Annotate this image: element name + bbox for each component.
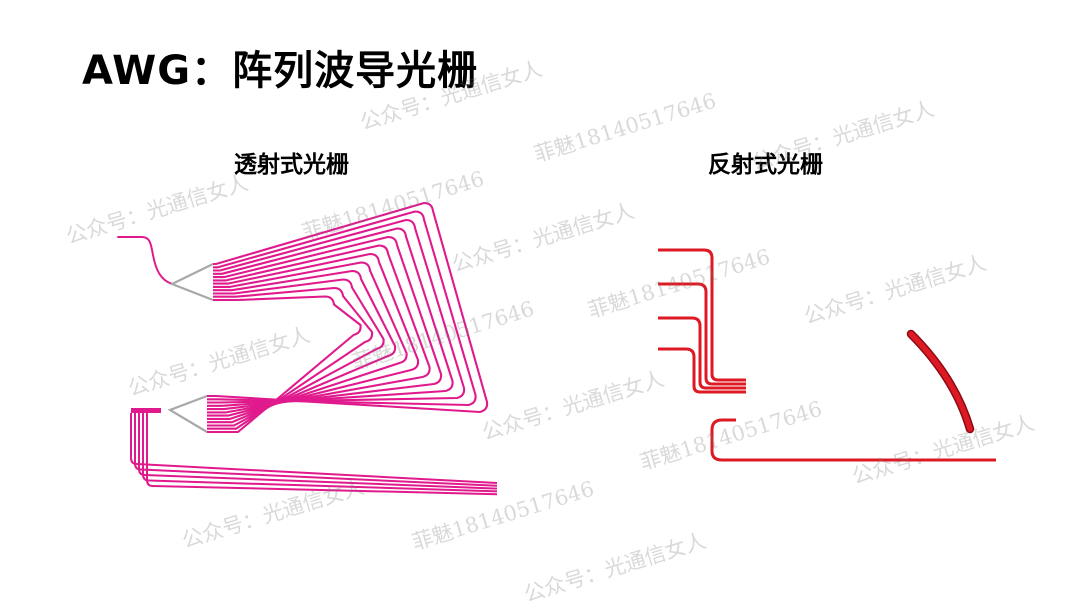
- reflective-input-waveguide: [658, 248, 746, 382]
- input-waveguide: [117, 236, 173, 285]
- arrayed-waveguide: [207, 244, 431, 414]
- output-waveguide: [146, 413, 498, 496]
- arrayed-waveguide: [207, 286, 374, 430]
- arrayed-waveguide: [207, 295, 362, 434]
- output-star-coupler: [167, 394, 208, 433]
- reflective-input-waveguide: [658, 347, 746, 394]
- output-waveguide: [142, 413, 498, 493]
- arrayed-waveguide: [207, 227, 454, 407]
- reflective-input-waveguide: [658, 316, 746, 390]
- arrayed-waveguide: [207, 218, 466, 404]
- output-waveguide: [134, 413, 498, 487]
- reflective-grating-label: 反射式光栅: [708, 152, 823, 178]
- page-title: AWG：阵列波导光栅: [82, 48, 479, 94]
- reflective-mirror-outline: [906, 329, 975, 434]
- arrayed-waveguide: [207, 201, 489, 414]
- arrayed-waveguide: [207, 210, 477, 407]
- reflective-mirror: [908, 331, 973, 432]
- arrayed-waveguide: [207, 278, 385, 427]
- reflective-input-waveguide: [658, 282, 746, 386]
- output-waveguide: [130, 413, 498, 484]
- arrayed-waveguide: [207, 235, 443, 411]
- arrayed-waveguide: [207, 269, 397, 424]
- reflective-output-waveguide: [710, 418, 996, 462]
- reflective-awg: [658, 248, 996, 462]
- transmissive-awg: [117, 201, 498, 496]
- arrayed-waveguide: [207, 252, 420, 417]
- transmissive-grating-label: 透射式光栅: [234, 152, 349, 178]
- arrayed-waveguide: [207, 261, 408, 420]
- input-star-coupler: [169, 263, 214, 302]
- output-waveguide-stub: [131, 408, 161, 413]
- output-waveguide: [138, 413, 498, 490]
